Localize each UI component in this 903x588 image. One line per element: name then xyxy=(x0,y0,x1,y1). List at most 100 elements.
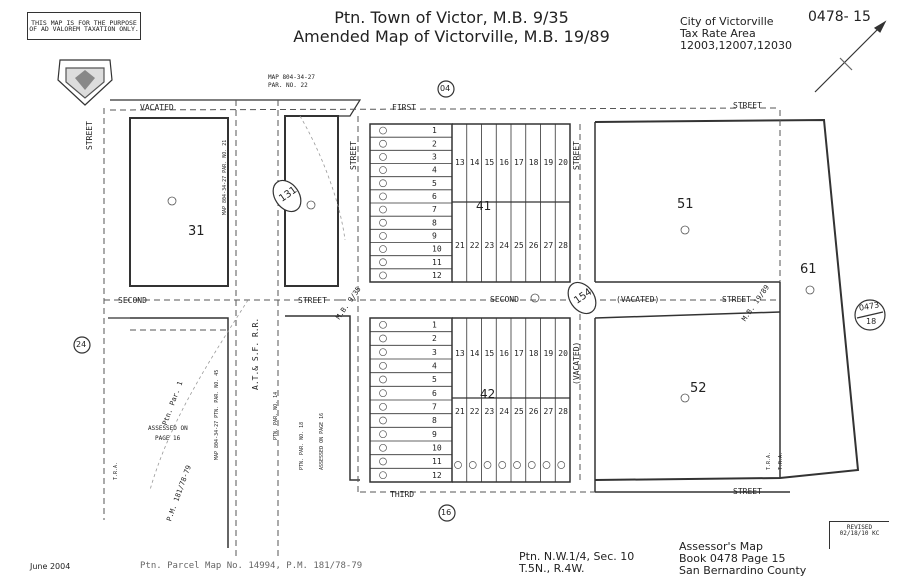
lot-number: 9 xyxy=(432,430,437,439)
lot-number: 24 xyxy=(499,407,509,416)
street-label-vacated: (VACATED) xyxy=(616,295,660,304)
street-label-vertical-right: STREET xyxy=(572,141,581,170)
lot-number: 23 xyxy=(485,241,495,250)
lot-circle xyxy=(379,139,387,148)
annot-map-left2: MAP 804-34-27 PAR. NO. 21 xyxy=(222,139,228,215)
annot-tra3: T.R.A. xyxy=(778,451,784,470)
parcel-51: 51 xyxy=(677,197,694,212)
lot-number: 28 xyxy=(558,407,568,416)
lot-number: 28 xyxy=(558,241,568,250)
revised-box: REVISED 02/18/10 KC xyxy=(829,521,889,549)
lot-number: 6 xyxy=(432,192,437,201)
lot-number: 18 xyxy=(529,349,539,358)
lot-number: 8 xyxy=(432,218,437,227)
lot-number: 6 xyxy=(432,389,437,398)
lot-number: 22 xyxy=(470,241,480,250)
disclaimer-line1: THIS MAP IS FOR THE PURPOSE xyxy=(31,18,137,27)
street-label-first-street: STREET xyxy=(733,101,762,110)
annot-ptn-par18: PTN. PAR. NO. 18 xyxy=(299,421,305,470)
lot-number: 27 xyxy=(544,241,554,250)
parcel-map-reference: Ptn. Parcel Map No. 14994, P.M. 181/78-7… xyxy=(140,561,363,571)
lot-circle xyxy=(379,232,387,240)
parcel-41: 41 xyxy=(476,199,492,213)
lot-number: 19 xyxy=(544,349,554,358)
lot-number: 8 xyxy=(432,416,437,425)
railroad-label: A.T.& S.F. R.R. xyxy=(251,317,260,390)
lot-number: 11 xyxy=(432,457,442,466)
lot-circle xyxy=(454,461,462,469)
lot-circle xyxy=(379,430,387,439)
lot-number: 23 xyxy=(485,407,495,416)
lot-number: 25 xyxy=(514,241,524,250)
lot-circle xyxy=(379,271,387,280)
block-04-circle xyxy=(437,80,455,98)
street-label-second-east: STREET xyxy=(722,295,751,304)
revised-date: 02/18/10 KC xyxy=(839,530,880,537)
disclaimer-line2: OF AD VALOREM TAXATION ONLY. xyxy=(29,25,139,33)
lot-number: 26 xyxy=(529,241,539,250)
lot-number: 7 xyxy=(432,403,437,412)
book-ref-bottom: 18 xyxy=(866,317,877,326)
street-label-second-mid: SECOND xyxy=(490,295,519,304)
lot-circle xyxy=(542,461,551,469)
lot-circle xyxy=(379,166,387,174)
annot-map-top: MAP 804-34-27 xyxy=(268,74,315,81)
street-label-vacated-vertical: (VACATED) xyxy=(572,341,581,385)
lot-circle xyxy=(527,461,536,469)
lot-circle xyxy=(379,389,387,398)
lot-number: 1 xyxy=(432,126,437,135)
lot-number: 10 xyxy=(432,444,442,453)
block-24-circle xyxy=(73,336,91,354)
lot-circle xyxy=(379,245,387,253)
lot-circle xyxy=(379,471,387,480)
lot-circle xyxy=(483,461,492,469)
lot-number: 3 xyxy=(432,348,437,357)
annot-tra1: T.R.A. xyxy=(113,461,119,480)
lot-circle xyxy=(379,334,387,343)
street-label-first: FIRST xyxy=(392,103,417,112)
lot-number: 3 xyxy=(432,153,437,162)
block-131-circle xyxy=(272,179,302,213)
lot-number: 12 xyxy=(432,271,442,280)
lot-number: 27 xyxy=(544,407,554,416)
lot-circle xyxy=(379,320,387,329)
tax-rate-block: City of Victorville Tax Rate Area 12003,… xyxy=(680,15,792,52)
lot-circle xyxy=(379,457,387,466)
parcel-61: 61 xyxy=(800,262,817,277)
street-label-second-left: SECOND xyxy=(118,296,147,305)
lot-number: 4 xyxy=(432,362,437,371)
map-number: 0478- 15 xyxy=(808,9,871,25)
annot-assessed3: ASSESSED ON PAGE 16 xyxy=(319,412,325,470)
lot-number: 14 xyxy=(470,349,480,358)
lot-number: 15 xyxy=(485,158,495,167)
map-date: June 2004 xyxy=(30,562,71,571)
lot-number: 11 xyxy=(432,258,442,267)
lot-circle xyxy=(379,218,387,227)
lot-circle xyxy=(379,258,387,267)
block-154-circle xyxy=(567,281,597,315)
lot-circle xyxy=(379,179,387,188)
map-title-line2: Amended Map of Victorville, M.B. 19/89 xyxy=(293,27,610,46)
parcel-31: 31 xyxy=(188,224,205,239)
annot-map-par45: MAP 804-34-27 PTN. PAR. NO. 45 xyxy=(214,369,220,460)
lot-number: 21 xyxy=(455,241,465,250)
block-24: 24 xyxy=(76,340,87,349)
lot-circle xyxy=(379,375,387,384)
lot-number: 4 xyxy=(432,166,437,175)
revised-label: REVISED xyxy=(846,524,873,531)
lot-number: 9 xyxy=(432,232,437,241)
lot-circle xyxy=(379,361,387,370)
street-label-third-street: STREET xyxy=(733,487,762,496)
lot-number: 10 xyxy=(432,245,442,254)
lot-number: 5 xyxy=(432,179,437,188)
lot-number: 5 xyxy=(432,375,437,384)
parcel-52: 52 xyxy=(690,381,707,396)
lot-circle xyxy=(379,126,387,135)
lot-circle xyxy=(557,461,566,469)
lot-circle xyxy=(468,461,477,469)
lot-number: 22 xyxy=(470,407,480,416)
lot-circle xyxy=(498,461,507,469)
lot-circle xyxy=(379,443,387,452)
lot-number: 14 xyxy=(470,158,480,167)
